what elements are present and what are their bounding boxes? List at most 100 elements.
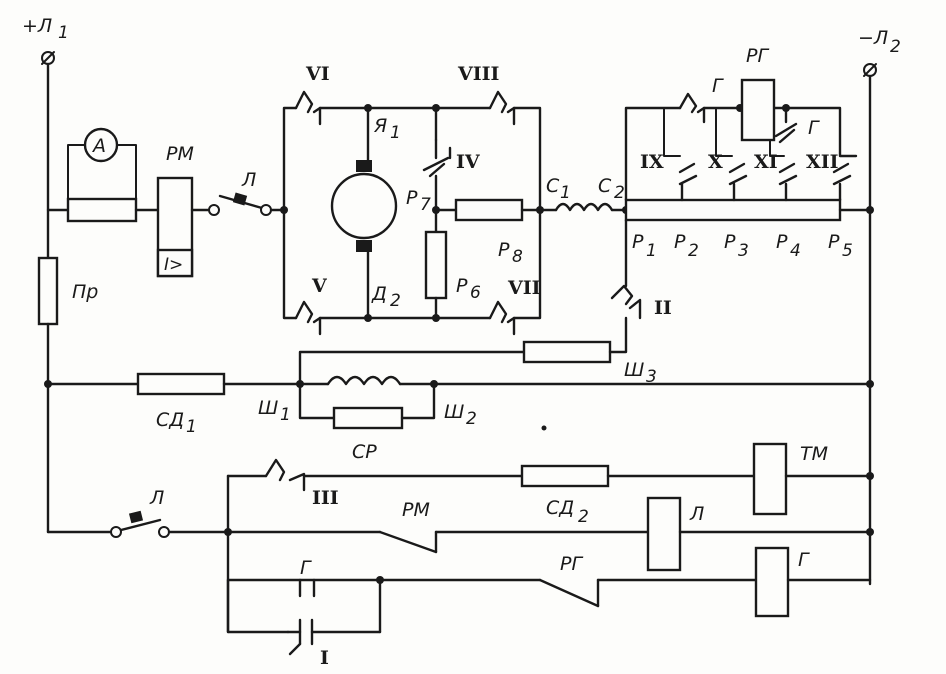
contact-l-lower: Л [110, 487, 170, 538]
svg-text:Ш: Ш [444, 401, 464, 423]
svg-text:Л: Л [149, 487, 164, 509]
contact-g-top: Г [678, 75, 724, 124]
junction-minus-tm [866, 472, 874, 480]
svg-text:РМ: РМ [166, 143, 194, 165]
resistor-w3: Ш 3 [522, 340, 657, 387]
junction-minus-l [866, 528, 874, 536]
contact-iii: III [264, 458, 339, 509]
resistor-p6: Р 6 [424, 230, 481, 303]
contact-vii: VII [488, 277, 541, 336]
svg-text:РГ: РГ [560, 553, 583, 575]
svg-text:Г: Г [300, 557, 312, 579]
svg-text:Д: Д [371, 283, 387, 305]
svg-text:VIII: VIII [457, 63, 500, 85]
wire-bank-top-left [624, 106, 682, 202]
resistor-cd2: СД 2 [520, 464, 610, 527]
svg-text:Я: Я [373, 115, 387, 137]
svg-text:Г: Г [808, 117, 820, 139]
contact-v: V [294, 275, 328, 336]
svg-text:Р: Р [724, 231, 736, 253]
wire-bridge-left-bottom [282, 208, 298, 320]
wire-w3-to-ii [608, 316, 628, 354]
svg-text:+Л: +Л [22, 15, 52, 37]
svg-text:2: 2 [614, 183, 625, 203]
svg-text:2: 2 [390, 291, 401, 311]
resistor-cd1: СД 1 [136, 372, 226, 437]
contact-xi: XI [754, 139, 798, 202]
svg-text:V: V [311, 275, 328, 297]
svg-text:Ш: Ш [258, 397, 278, 419]
contact-x: X [708, 107, 748, 202]
svg-text:2: 2 [688, 241, 699, 261]
svg-text:I: I [320, 647, 329, 669]
svg-text:СР: СР [352, 441, 377, 463]
svg-text:IV: IV [456, 151, 481, 173]
svg-text:4: 4 [790, 241, 801, 261]
svg-text:Р: Р [406, 187, 418, 209]
wire-to-w3 [298, 350, 526, 386]
svg-text:СД: СД [546, 497, 574, 519]
wire-bridge-right [512, 106, 542, 320]
svg-text:СД: СД [156, 409, 184, 431]
svg-text:XII: XII [806, 151, 839, 173]
contact-vi: VI [294, 63, 330, 126]
wire-bridge-left-top [282, 106, 298, 212]
svg-text:Р: Р [456, 275, 468, 297]
contact-xii: XII [806, 151, 852, 202]
resistor-p7-label: Р 7 [406, 187, 431, 215]
minus-terminal: −Л 2 [858, 27, 901, 77]
svg-text:VII: VII [507, 277, 541, 299]
svg-text:Л: Л [241, 169, 256, 191]
svg-text:3: 3 [738, 241, 749, 261]
svg-text:С: С [546, 175, 560, 197]
resistor-cp: СР [332, 406, 404, 463]
svg-text:6: 6 [470, 283, 481, 303]
svg-text:Г: Г [712, 75, 724, 97]
svg-text:IX: IX [640, 151, 664, 173]
contact-ix: IX [640, 107, 698, 202]
wire-bank-top [702, 106, 858, 158]
shunt-field-coil [326, 375, 402, 386]
contact-i: I [286, 618, 382, 669]
wire-to-cp [298, 382, 336, 420]
svg-text:III: III [312, 487, 339, 509]
junction-left-cd1 [44, 380, 52, 388]
coil-l: Л [646, 496, 704, 572]
svg-text:VI: VI [305, 63, 330, 85]
svg-text:РГ: РГ [746, 45, 769, 67]
svg-text:1: 1 [58, 23, 69, 43]
svg-text:Г: Г [798, 549, 810, 571]
resistor-bank-p1-p5 [624, 198, 842, 222]
svg-text:2: 2 [466, 409, 477, 429]
svg-text:2: 2 [578, 507, 589, 527]
shunt-terminal-labels: Ш 1 Ш 2 [258, 397, 477, 429]
svg-text:2: 2 [890, 37, 901, 57]
svg-text:ТМ: ТМ [800, 443, 828, 465]
svg-text:1: 1 [646, 241, 657, 261]
ammeter: A [83, 127, 119, 163]
svg-text:1: 1 [390, 123, 401, 143]
series-field-labels: С 1 С 2 [546, 175, 625, 203]
svg-text:Р: Р [498, 239, 510, 261]
svg-text:XI: XI [754, 151, 778, 173]
svg-text:Р: Р [632, 231, 644, 253]
ammeter-lead-right [115, 144, 137, 211]
overload-relay-pm: I> РМ [156, 143, 194, 278]
svg-text:II: II [654, 297, 672, 319]
contact-ii: II [610, 284, 672, 320]
field-d2-label: Д 2 [371, 283, 401, 311]
coil-g: Г [754, 546, 810, 618]
svg-text:С: С [598, 175, 612, 197]
plus-terminal: +Л 1 [22, 15, 69, 65]
svg-text:Ш: Ш [624, 359, 644, 381]
svg-text:A: A [91, 135, 106, 157]
svg-text:РМ: РМ [402, 499, 430, 521]
resistor-p8: Р 8 [454, 198, 524, 267]
svg-text:Р: Р [674, 231, 686, 253]
contact-rg-lower: РГ [538, 553, 600, 608]
armature-ya1: Я 1 [330, 115, 401, 252]
